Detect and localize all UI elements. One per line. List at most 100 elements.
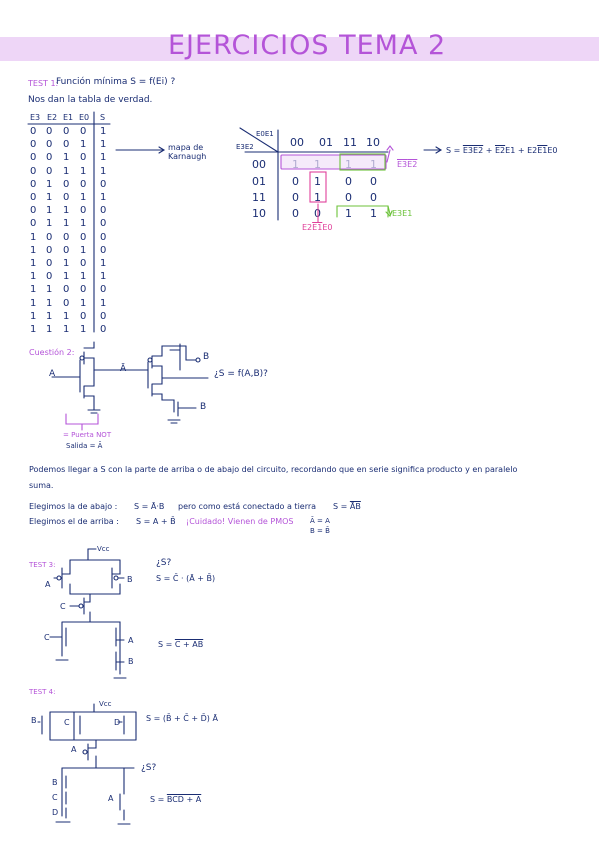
test4-question: ¿S? (141, 763, 157, 773)
group-bottom-label: E3E1 (392, 209, 413, 218)
above-note1: Ā = A (310, 517, 330, 525)
test4-expr1: S = (B̄ + C̄ + D̄) Ā (146, 714, 218, 723)
test3-input-a2: A (128, 636, 134, 645)
truth-cell: 0 (30, 192, 37, 203)
truth-cell: 1 (30, 271, 37, 283)
page-title: EJERCICIOS TEMA 2 (168, 30, 447, 61)
t3-pmos-b-bubble (113, 575, 119, 581)
group-top-arrow (386, 145, 394, 163)
truth-header-e2: E2 (47, 113, 58, 122)
truth-cell: 1 (63, 205, 70, 217)
kmap-group-vertical (309, 171, 327, 203)
t3-nmos-c (49, 627, 67, 657)
truth-cell: 1 (30, 297, 37, 309)
q2-label: Cuestión 2: (29, 348, 75, 357)
t4-pmos-b (37, 711, 51, 741)
kmap-group-bottom (336, 205, 389, 218)
truth-cell: 0 (30, 165, 37, 177)
q2-note2: Salida = Ā (66, 442, 103, 450)
test3-input-b: B (127, 575, 133, 584)
t4-pmos-d (117, 711, 137, 741)
truth-cell: 1 (80, 139, 87, 151)
truth-cell: 0 (30, 218, 37, 230)
truth-cell: 1 (30, 310, 37, 322)
t4-pmos-a (87, 739, 97, 769)
kmap-row-00: 00 (252, 158, 266, 171)
truth-cell: 1 (80, 218, 87, 230)
test3-input-c2: C (44, 633, 50, 642)
truth-cell: 1 (80, 271, 87, 283)
truth-cell: 0 (100, 205, 107, 217)
q2-pmos (83, 341, 109, 371)
truth-cell: 1 (63, 218, 70, 230)
t3-nmos-a (115, 627, 125, 657)
q2-node-a: Ā (120, 364, 127, 374)
truth-cell: 1 (46, 324, 53, 335)
truth-cell: 0 (80, 231, 87, 243)
above-lead: Elegimos el de arriba : (29, 517, 119, 526)
kmap-col-10: 10 (366, 136, 380, 149)
truth-cell: 0 (46, 139, 53, 151)
q2-bracket (65, 413, 99, 431)
truth-cell: 0 (46, 258, 53, 269)
below-result: S = ĀB (333, 502, 361, 511)
above-warning: ¡Cuidado! Vienen de PMOS (186, 517, 294, 526)
t3-out-rail (61, 621, 121, 631)
truth-cell: 1 (46, 297, 53, 309)
truth-cell: 0 (30, 139, 37, 151)
test4-input-a2: A (108, 794, 114, 803)
below-expr: S = Ā·B (134, 502, 165, 511)
truth-cell: 0 (100, 244, 107, 256)
truth-cell: 0 (63, 178, 70, 190)
kmap-row-11: 11 (252, 191, 266, 204)
truth-cell: 0 (100, 178, 107, 190)
truth-cell: 1 (100, 271, 107, 283)
kmap-cell: 0 (370, 191, 377, 204)
kmap-cell: 0 (292, 175, 299, 188)
truth-cell: 1 (100, 165, 107, 177)
truth-cell: 0 (30, 178, 37, 190)
kmap-result: S = E3E2 + E2E1 + E2E1E0 (446, 146, 558, 155)
test4-input-b2: B (52, 778, 58, 787)
truth-cell: 0 (46, 271, 53, 283)
group-bottom-arrow (385, 205, 393, 217)
truth-cell: 1 (100, 152, 107, 164)
truth-cell: 1 (30, 231, 37, 243)
below-lead: Elegimos la de abajo : (29, 502, 118, 511)
test3-input-c1: C (60, 602, 66, 611)
below-result-bar: ĀB (349, 502, 361, 511)
truth-cell: 0 (63, 139, 70, 151)
truth-cell: 1 (30, 284, 37, 296)
truth-cell: 1 (46, 310, 53, 322)
q2-pmos2-bubble (147, 357, 153, 363)
truth-cell: 1 (100, 192, 107, 203)
test4-expr2: S = BCD + A (150, 795, 202, 804)
q2-pmos3-bubble (195, 357, 201, 363)
t3-pmos-c (83, 593, 91, 623)
q2-nmos (83, 369, 95, 411)
truth-cell: 1 (46, 284, 53, 296)
test4-input-b: B (31, 716, 37, 725)
truth-cell: 1 (30, 258, 37, 269)
truth-cell: 0 (100, 231, 107, 243)
kmap-cell: 0 (345, 191, 352, 204)
truth-cell: 0 (80, 152, 87, 164)
test4-input-a: A (71, 745, 77, 754)
t4-top-rail (49, 703, 137, 713)
test4-input-d: D (114, 718, 121, 727)
truth-cell: 0 (63, 297, 70, 309)
t4-pmos-c (73, 711, 81, 741)
q2-pmos3 (169, 343, 197, 371)
q2-pmos2 (151, 345, 187, 379)
truth-cell: 1 (46, 218, 53, 230)
truth-cell: 1 (30, 324, 37, 335)
truth-cell: 0 (63, 244, 70, 256)
truth-cell: 0 (80, 284, 87, 296)
test3-question: ¿S? (156, 558, 172, 568)
kmap-col-01: 01 (319, 136, 333, 149)
t3-pmos-c-bubble (78, 603, 84, 609)
truth-cell: 1 (100, 139, 107, 151)
test4-vcc: Vcc (99, 700, 112, 708)
below-mid: pero como está conectado a tierra (178, 502, 317, 511)
